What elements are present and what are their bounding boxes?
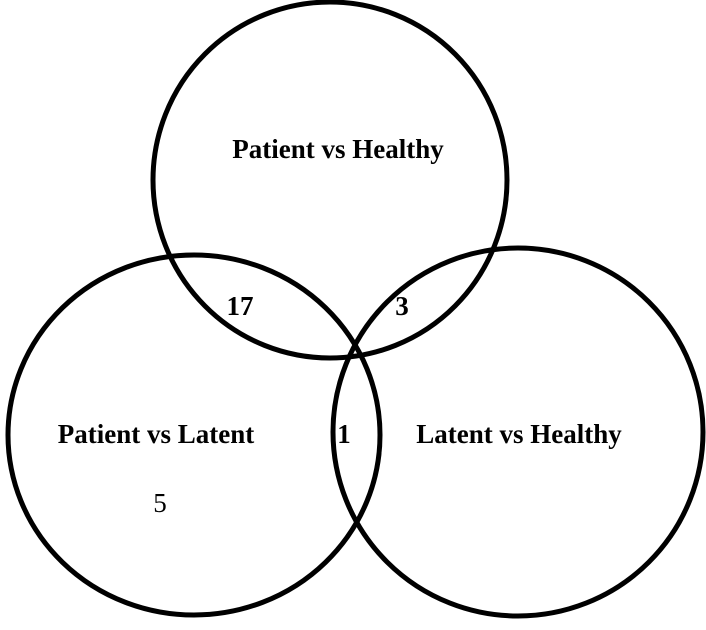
label-latent-vs-healthy: Latent vs Healthy [416, 419, 622, 449]
count-patient-healthy-patient-latent: 17 [227, 291, 254, 321]
circle-patient-vs-latent [5, 252, 383, 618]
circle-latent-vs-healthy [330, 245, 706, 619]
circle-patient-vs-healthy [150, 0, 510, 361]
count-patient-latent-latent-healthy: 1 [337, 419, 351, 449]
count-patient-healthy-latent-healthy: 3 [395, 291, 409, 321]
label-patient-vs-healthy: Patient vs Healthy [232, 134, 444, 164]
count-patient-latent-only: 5 [153, 488, 167, 518]
label-patient-vs-latent: Patient vs Latent [58, 419, 254, 449]
